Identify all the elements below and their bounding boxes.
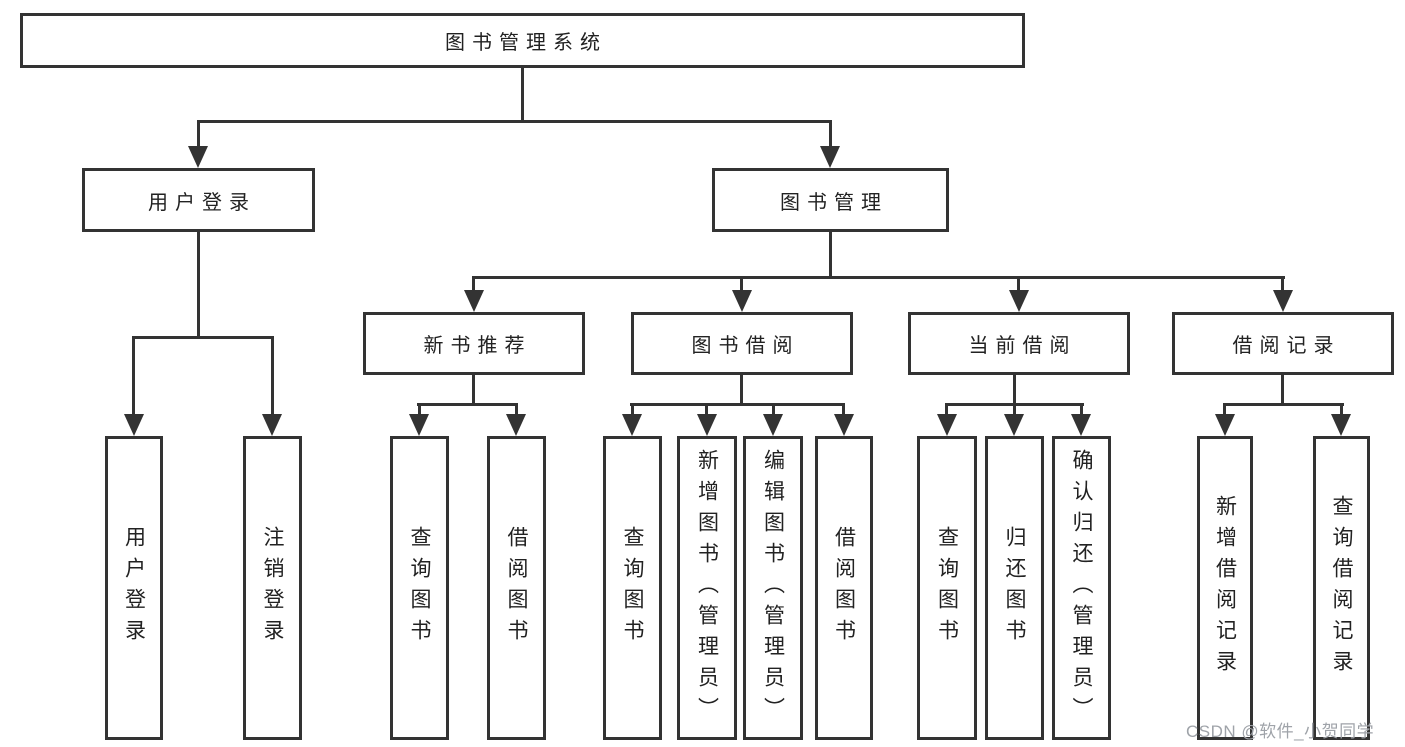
arrowhead-down bbox=[1071, 414, 1091, 436]
leaf-cb-query-books: 查询图书 bbox=[917, 436, 977, 740]
connector-line bbox=[740, 276, 743, 292]
leaf-nbr-query-books: 查询图书 bbox=[390, 436, 449, 740]
connector-line bbox=[1013, 373, 1016, 405]
vertical-label: 用户登录 bbox=[122, 526, 146, 650]
connector-line bbox=[772, 403, 775, 416]
connector-line bbox=[1013, 403, 1016, 416]
node-borrow-records: 借阅记录 bbox=[1172, 312, 1394, 375]
arrowhead-down bbox=[262, 414, 282, 436]
node-root: 图书管理系统 bbox=[20, 13, 1025, 68]
arrowhead-down bbox=[834, 414, 854, 436]
vertical-label: 查询借阅记录 bbox=[1330, 495, 1353, 681]
connector-line bbox=[132, 336, 135, 416]
leaf-bb-borrow-books: 借阅图书 bbox=[815, 436, 873, 740]
connector-line bbox=[418, 403, 421, 416]
connector-line bbox=[197, 230, 200, 338]
connector-line bbox=[132, 336, 274, 339]
arrowhead-down bbox=[937, 414, 957, 436]
connector-line bbox=[472, 373, 475, 405]
leaf-cb-return-books: 归还图书 bbox=[985, 436, 1044, 740]
connector-line bbox=[197, 120, 200, 148]
connector-line bbox=[1340, 403, 1343, 416]
arrowhead-down bbox=[188, 146, 208, 168]
vertical-label: 借阅图书 bbox=[505, 526, 528, 650]
vertical-label: 确认归还（管理员） bbox=[1070, 448, 1093, 728]
vertical-label: 借阅图书 bbox=[832, 526, 856, 650]
connector-line bbox=[1223, 403, 1226, 416]
connector-line bbox=[740, 373, 743, 405]
connector-line bbox=[829, 230, 832, 278]
node-current-borrow: 当前借阅 bbox=[908, 312, 1130, 375]
arrowhead-down bbox=[820, 146, 840, 168]
connector-line bbox=[1281, 276, 1284, 292]
leaf-nbr-borrow-books: 借阅图书 bbox=[487, 436, 546, 740]
connector-line bbox=[472, 276, 1285, 279]
node-user-login: 用户登录 bbox=[82, 168, 315, 232]
csdn-watermark: CSDN @软件_小贺同学 bbox=[1186, 722, 1375, 741]
arrowhead-down bbox=[506, 414, 526, 436]
arrowhead-down bbox=[409, 414, 429, 436]
arrowhead-down bbox=[464, 290, 484, 312]
connector-line bbox=[829, 120, 832, 148]
connector-line bbox=[630, 403, 845, 406]
leaf-bb-add-book-admin: 新增图书（管理员） bbox=[677, 436, 737, 740]
leaf-logout: 注销登录 bbox=[243, 436, 302, 740]
vertical-label: 查询图书 bbox=[408, 526, 431, 650]
connector-line bbox=[271, 336, 274, 416]
node-book-management: 图书管理 bbox=[712, 168, 949, 232]
connector-line bbox=[1017, 276, 1020, 292]
arrowhead-down bbox=[732, 290, 752, 312]
connector-line bbox=[631, 403, 634, 416]
vertical-label: 注销登录 bbox=[261, 526, 284, 650]
vertical-label: 查询图书 bbox=[935, 526, 959, 650]
connector-line bbox=[1281, 373, 1284, 405]
connector-line bbox=[515, 403, 518, 416]
connector-line bbox=[842, 403, 845, 416]
leaf-user-login: 用户登录 bbox=[105, 436, 163, 740]
connector-line bbox=[521, 66, 524, 123]
arrowhead-down bbox=[1273, 290, 1293, 312]
arrowhead-down bbox=[1004, 414, 1024, 436]
arrowhead-down bbox=[697, 414, 717, 436]
arrowhead-down bbox=[1331, 414, 1351, 436]
leaf-cb-confirm-return-admin: 确认归还（管理员） bbox=[1052, 436, 1111, 740]
arrowhead-down bbox=[124, 414, 144, 436]
node-new-book-recommend: 新书推荐 bbox=[363, 312, 585, 375]
connector-line bbox=[705, 403, 708, 416]
vertical-label: 编辑图书（管理员） bbox=[761, 448, 785, 728]
arrowhead-down bbox=[1215, 414, 1235, 436]
leaf-bb-edit-book-admin: 编辑图书（管理员） bbox=[743, 436, 803, 740]
arrowhead-down bbox=[1009, 290, 1029, 312]
leaf-br-add-record: 新增借阅记录 bbox=[1197, 436, 1253, 740]
connector-line bbox=[417, 403, 518, 406]
connector-line bbox=[197, 120, 832, 123]
leaf-br-query-record: 查询借阅记录 bbox=[1313, 436, 1370, 740]
arrowhead-down bbox=[763, 414, 783, 436]
leaf-bb-query-books: 查询图书 bbox=[603, 436, 662, 740]
vertical-label: 新增借阅记录 bbox=[1213, 495, 1237, 681]
vertical-label: 归还图书 bbox=[1003, 526, 1026, 650]
node-book-borrow: 图书借阅 bbox=[631, 312, 853, 375]
connector-line bbox=[1080, 403, 1083, 416]
connector-line bbox=[945, 403, 948, 416]
vertical-label: 查询图书 bbox=[621, 526, 644, 650]
connector-line bbox=[1223, 403, 1344, 406]
vertical-label: 新增图书（管理员） bbox=[695, 448, 719, 728]
connector-line bbox=[472, 276, 475, 292]
arrowhead-down bbox=[622, 414, 642, 436]
